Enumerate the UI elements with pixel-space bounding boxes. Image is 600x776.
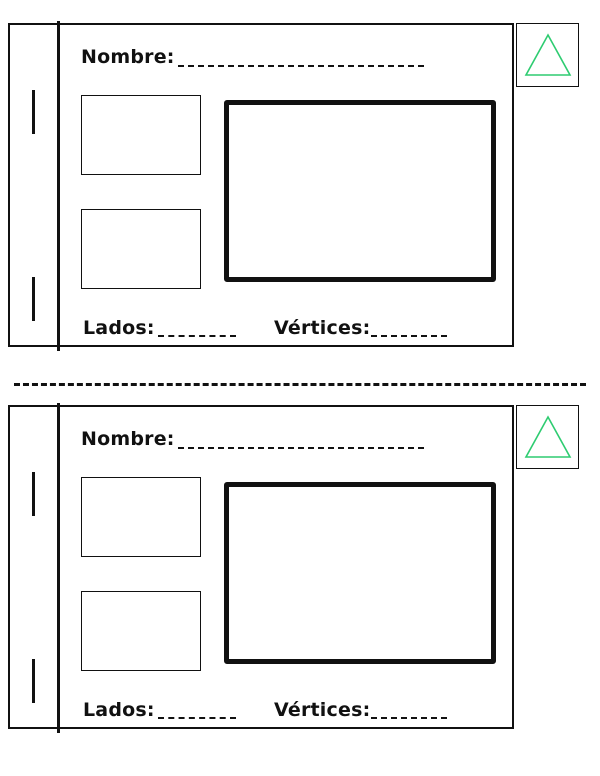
flashcard-bottom: Nombre: Lados: Vértices: <box>0 382 600 733</box>
shape-tab <box>516 405 579 469</box>
drawing-box-large[interactable] <box>224 100 496 282</box>
drawing-box-small[interactable] <box>81 477 201 557</box>
vertices-blank[interactable] <box>371 335 447 337</box>
vertices-label: Vértices: <box>274 699 371 721</box>
card-spine-line <box>57 21 60 351</box>
hole-punch-mark <box>32 90 35 134</box>
drawing-box-small[interactable] <box>81 591 201 671</box>
sides-label: Lados: <box>83 317 155 339</box>
hole-punch-mark <box>32 277 35 321</box>
drawing-box-small[interactable] <box>81 209 201 289</box>
card-frame <box>8 405 514 729</box>
name-blank[interactable] <box>178 447 424 449</box>
card-spine-line <box>57 403 60 733</box>
drawing-box-large[interactable] <box>224 482 496 664</box>
hole-punch-mark <box>32 472 35 516</box>
name-label: Nombre: <box>81 46 175 68</box>
drawing-box-small[interactable] <box>81 95 201 175</box>
name-label: Nombre: <box>81 428 175 450</box>
hole-punch-mark <box>32 659 35 703</box>
name-blank[interactable] <box>178 65 424 67</box>
cut-line <box>14 383 586 386</box>
flashcard-top: Nombre: Lados: Vértices: <box>0 0 600 351</box>
triangle-icon <box>524 33 572 76</box>
vertices-label: Vértices: <box>274 317 371 339</box>
shape-tab <box>516 23 579 87</box>
triangle-icon <box>524 415 572 458</box>
sides-blank[interactable] <box>158 335 236 337</box>
card-frame <box>8 23 514 347</box>
sides-blank[interactable] <box>158 717 236 719</box>
sides-label: Lados: <box>83 699 155 721</box>
vertices-blank[interactable] <box>371 717 447 719</box>
